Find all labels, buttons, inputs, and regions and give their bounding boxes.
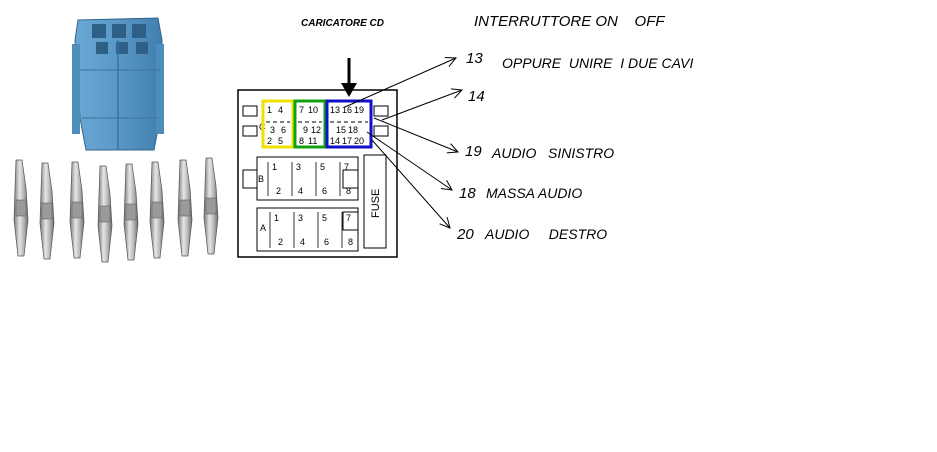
- pin-18-number: 18: [459, 185, 476, 202]
- blue-pin-group: [325, 99, 373, 149]
- yellow-pin-group: [261, 99, 295, 149]
- pin-label: 14: [330, 136, 340, 146]
- crimp-terminal: [69, 161, 85, 259]
- crimp-terminal: [123, 163, 139, 261]
- pin-14-number: 14: [468, 88, 485, 105]
- pointer-line-18: [366, 131, 452, 190]
- pin-label: 8: [346, 186, 351, 196]
- pointer-line-19: [373, 117, 458, 152]
- latch-tab: [342, 169, 359, 189]
- crimp-terminal: [39, 162, 55, 260]
- crimp-terminal: [97, 165, 113, 263]
- pin-label: 6: [322, 186, 327, 196]
- fuse-slot: [363, 154, 387, 249]
- pointer-line-13: [344, 58, 456, 108]
- pin-label: 11: [308, 136, 317, 146]
- pin-label: 3: [296, 162, 301, 172]
- latch-tab: [373, 105, 389, 117]
- pin-label: 13: [330, 105, 340, 115]
- pin-label: 2: [276, 186, 281, 196]
- pin-label: 7: [344, 162, 349, 172]
- fuse-label: FUSE: [370, 189, 382, 218]
- crimp-terminal: [149, 161, 165, 259]
- pin-13-number: 13: [466, 50, 483, 67]
- pin-20-number: 20: [456, 226, 474, 243]
- latch-tab: [242, 105, 258, 117]
- pin-label: 8: [299, 136, 304, 146]
- pin-label: 2: [267, 136, 272, 146]
- block-a-pins: 1 3 5 7 2 4 6 8: [269, 212, 353, 248]
- pin-label: 7: [299, 105, 304, 115]
- latch-tab: [373, 125, 389, 137]
- pin-label: 16: [342, 105, 352, 115]
- block-b-letter: B: [258, 174, 264, 184]
- latch-tab: [242, 125, 258, 137]
- pin-label: 10: [308, 105, 318, 115]
- switch-label: INTERRUTTORE ON OFF: [474, 13, 665, 30]
- pin-20-note: AUDIO DESTRO: [484, 226, 607, 242]
- connector-pinout: C 1 4 3 6 2 5 7 10 9 12 8 11 13 16 19 15…: [237, 89, 398, 258]
- pin-label: 1: [272, 162, 277, 172]
- pin-label: 20: [354, 136, 364, 146]
- pin-label: 1: [267, 105, 272, 115]
- crimp-terminal: [13, 159, 29, 257]
- pin-13-note: OPPURE UNIRE I DUE CAVI: [502, 55, 693, 71]
- pin-label: 6: [281, 125, 286, 135]
- pin-label: 1: [274, 213, 279, 223]
- pointer-line-20: [371, 139, 450, 228]
- pin-label: 18: [348, 125, 358, 135]
- pin-label: 4: [300, 237, 305, 247]
- crimp-terminal: [203, 157, 219, 255]
- pin-label: 5: [278, 136, 283, 146]
- pin-19-number: 19: [465, 143, 482, 160]
- block-a: [256, 207, 359, 252]
- pin-label: 6: [324, 237, 329, 247]
- pointer-lines: [344, 58, 462, 228]
- blue-connector-plug: [72, 17, 164, 151]
- pin-label: 3: [298, 213, 303, 223]
- latch-tab: [242, 169, 258, 189]
- crimp-terminal: [177, 159, 193, 257]
- pin-label: 17: [342, 136, 352, 146]
- latch-tab: [342, 211, 359, 231]
- pin-18-note: MASSA AUDIO: [486, 185, 582, 201]
- pin-label: 4: [278, 105, 283, 115]
- down-arrow-icon: [341, 58, 357, 97]
- pin-label: 5: [322, 213, 327, 223]
- crimp-terminals: [13, 157, 219, 263]
- pin-label: 8: [348, 237, 353, 247]
- pin-label: 12: [311, 125, 321, 135]
- pin-label: 19: [354, 105, 364, 115]
- pointer-line-14: [381, 90, 462, 121]
- pin-19-note: AUDIO SINISTRO: [491, 145, 614, 161]
- diagram-title: CARICATORE CD: [301, 18, 384, 29]
- pin-label: 4: [298, 186, 303, 196]
- block-b-pins: 1 3 5 7 2 4 6 8: [267, 162, 351, 196]
- pin-label: 3: [270, 125, 275, 135]
- pin-label: 15: [336, 125, 346, 135]
- pin-label: 5: [320, 162, 325, 172]
- pin-label: 7: [346, 213, 351, 223]
- green-pin-group: [293, 99, 327, 149]
- block-a-letter: A: [260, 223, 266, 233]
- pin-label: 9: [303, 125, 308, 135]
- pin-label: 2: [278, 237, 283, 247]
